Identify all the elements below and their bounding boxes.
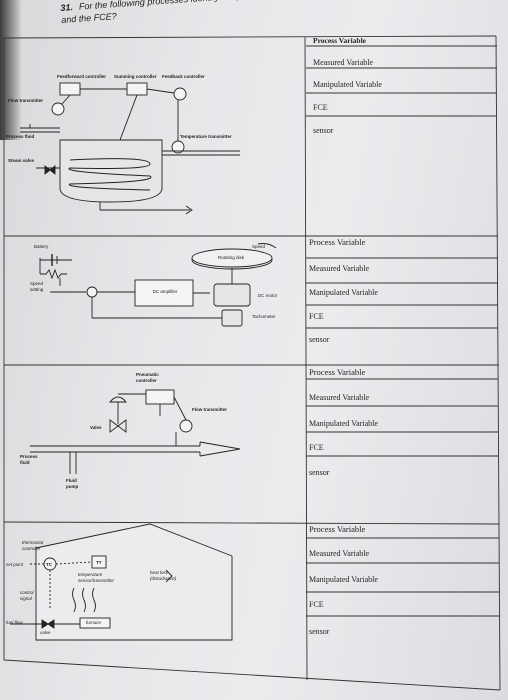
page-shadow: [0, 0, 22, 140]
d4-set-point-label: set point: [6, 562, 24, 567]
d3-flow-tx-label: Flow transmitter: [192, 407, 228, 412]
d2-rotating-disk-label: Rotating disk: [218, 255, 245, 260]
d4-tc-label: TC: [46, 562, 52, 567]
row1-measured-variable: Measured Variable: [313, 58, 374, 67]
row3-process-variable: Process Variable: [309, 367, 366, 377]
row4-sensor: sensor: [309, 627, 330, 636]
d1-steam-valve-label: Steam valve: [8, 158, 35, 163]
d2-dc-motor-label: DC motor: [258, 293, 278, 298]
d4-tt-label: TT: [96, 560, 102, 565]
diagram-motor-speed: [39, 243, 277, 327]
diagram-house-heating: [10, 523, 233, 641]
row3-manipulated-variable: Manipulated Variable: [309, 419, 378, 428]
d4-heat-loss-label: heat loss (disturbance): [150, 570, 177, 581]
row2-sensor: sensor: [309, 335, 330, 344]
d2-tachometer-label: Tachometer: [252, 314, 276, 319]
d3-fluid-pump-label: Fluid pump: [66, 478, 79, 489]
d4-furnace-label: furnace: [86, 620, 102, 625]
row4-process-variable: Process Variable: [309, 524, 366, 534]
d4-temp-sensor-label: temperature sensor/transmitter: [78, 572, 115, 583]
d4-thermostat-label: thermostat controller: [22, 540, 44, 551]
d2-battery-label: Battery: [34, 244, 49, 249]
d3-valve-label: Valve: [90, 425, 102, 430]
d1-flow-tx-label: Flow transmitter: [8, 98, 44, 103]
row1-fce: FCE: [313, 103, 328, 112]
row1-manipulated-variable: Manipulated Variable: [313, 80, 382, 89]
d2-dc-amp-label: DC amplifier: [152, 289, 178, 294]
row4-fce: FCE: [309, 600, 324, 609]
row2-process-variable: Process Variable: [309, 237, 366, 247]
d4-fuel-flow-label: fuel flow: [6, 620, 23, 625]
d4-valve-label: valve: [40, 630, 51, 635]
d1-feedback-label: Feedback controller: [162, 74, 205, 79]
diagram-heat-exchanger: [20, 82, 240, 215]
row2-measured-variable: Measured Variable: [309, 264, 370, 273]
row3-sensor: sensor: [309, 468, 330, 477]
d1-feedforward-label: Feedforward controller: [57, 74, 107, 79]
d3-pneumatic-label: Pneumatic controller: [136, 372, 159, 383]
row3-measured-variable: Measured Variable: [309, 393, 370, 402]
d2-speed-setting-label: Speed setting: [30, 281, 44, 292]
row2-manipulated-variable: Manipulated Variable: [309, 288, 378, 297]
diagram-flow-loop: [30, 389, 241, 474]
row1-process-variable: Process Variable: [313, 36, 366, 45]
row3-fce: FCE: [309, 443, 324, 452]
d1-temp-tx-label: Temperature transmitter: [180, 134, 232, 139]
d4-control-signal-label: control signal: [20, 590, 34, 601]
d1-summing-label: Summing controller: [114, 74, 157, 79]
row4-measured-variable: Measured Variable: [309, 549, 370, 558]
d3-process-fluid-label: Process fluid: [20, 454, 38, 465]
row4-manipulated-variable: Manipulated Variable: [309, 575, 378, 584]
row1-sensor: sensor: [313, 126, 334, 135]
row2-fce: FCE: [309, 312, 324, 321]
d2-speed-label: Speed: [252, 244, 266, 249]
d1-process-fluid-label: Process fluid: [6, 134, 35, 139]
